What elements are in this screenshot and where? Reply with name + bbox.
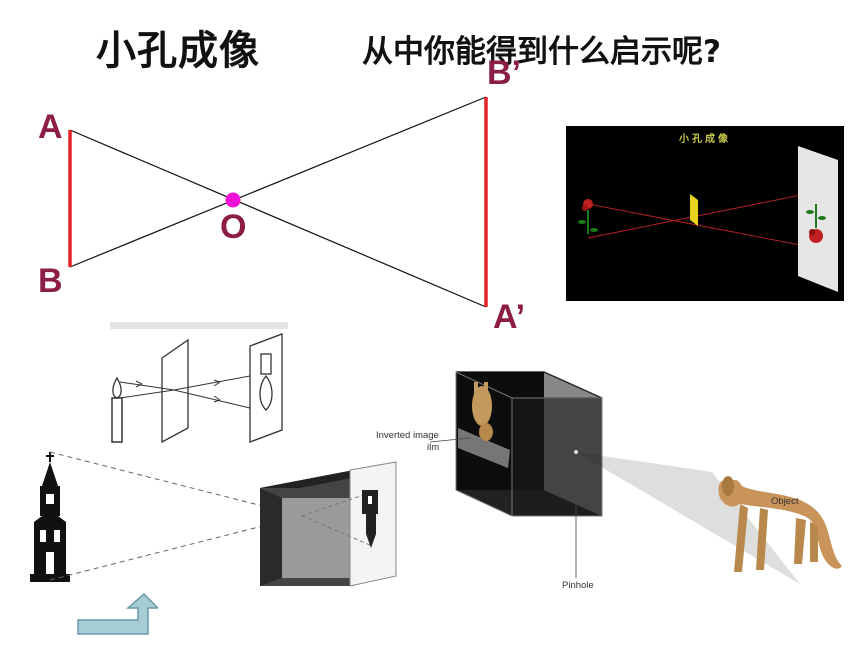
pinhole-board — [161, 338, 189, 444]
candle-pinhole-sketch — [111, 333, 283, 444]
projection-screen — [798, 146, 838, 292]
return-arrow-icon[interactable] — [76, 592, 158, 640]
pinhole-video-panel[interactable]: 小孔成像 — [566, 126, 844, 301]
slide-title: 小孔成像 — [96, 28, 260, 74]
ray-a-to-a-prime — [69, 129, 487, 308]
inverted-church-image — [362, 490, 378, 548]
church-camera-obscura — [30, 451, 397, 587]
church-icon — [30, 452, 70, 582]
pinhole-point-o — [225, 192, 241, 208]
dog-object — [718, 476, 842, 572]
video-frame — [578, 146, 838, 292]
image-screen — [249, 333, 283, 443]
camera-box — [455, 371, 603, 517]
film-label: ilm — [427, 442, 440, 453]
candle-icon — [111, 376, 123, 443]
label-b-prime: B’ — [487, 54, 521, 92]
label-a: A — [38, 108, 63, 146]
camera-dog-illustration — [429, 371, 842, 584]
label-a-prime: A’ — [493, 298, 526, 336]
rose-inverted-image — [806, 204, 826, 243]
rose-object — [578, 199, 598, 234]
ray-b-to-b-prime — [69, 96, 487, 268]
label-b: B — [38, 262, 63, 300]
pinhole-dot — [574, 450, 578, 454]
inverted-image-label: Inverted image — [376, 430, 439, 441]
object-label: Object — [771, 496, 799, 507]
video-caption: 小孔成像 — [679, 134, 731, 145]
inverted-dog-image — [472, 382, 493, 441]
pinhole-label: Pinhole — [562, 580, 594, 591]
pinhole-card — [690, 194, 698, 226]
slide-question: 从中你能得到什么启示呢? — [362, 34, 721, 70]
light-cone — [576, 452, 800, 584]
label-o: O — [220, 208, 247, 246]
top-gray-bar — [110, 322, 288, 329]
